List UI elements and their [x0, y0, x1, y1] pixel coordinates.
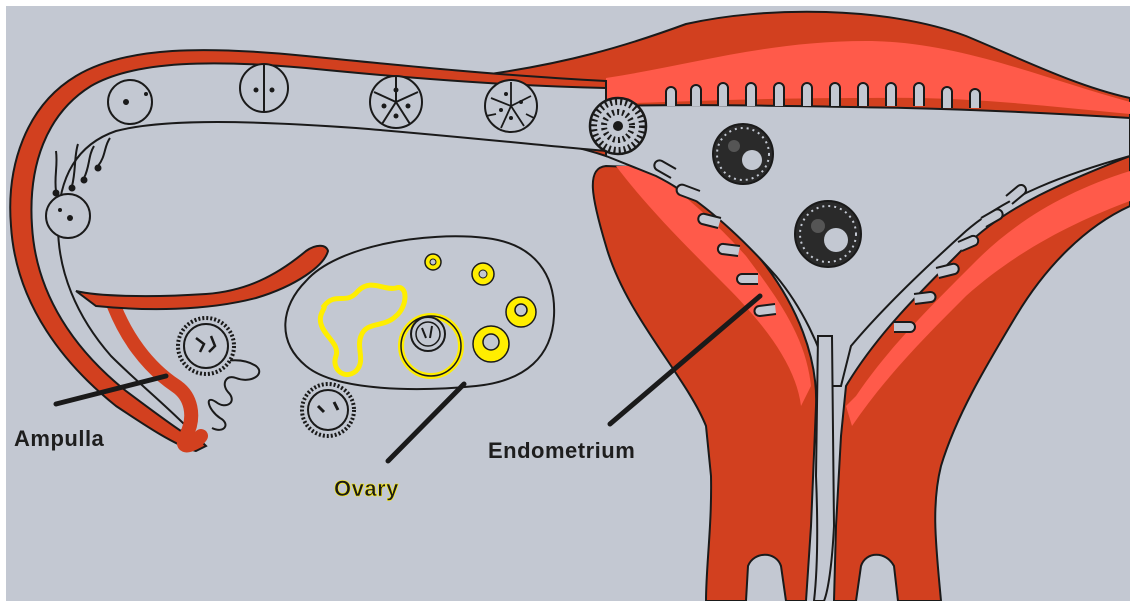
- fertilization-diagram: Ampulla Ovary Endometrium: [6, 6, 1130, 601]
- blastocyst-late: [795, 201, 861, 267]
- ovary-leader: [388, 384, 464, 461]
- growing-follicle-2: [506, 297, 536, 327]
- primary-follicle-1: [472, 263, 494, 285]
- diagram-canvas: Ampulla Ovary Endometrium: [6, 6, 1130, 601]
- zygote: [108, 80, 152, 124]
- ovary-label: Ovary: [334, 476, 399, 501]
- ovary: [285, 236, 554, 389]
- growing-follicle-1: [473, 326, 509, 362]
- two-cell-stage: [240, 64, 288, 112]
- primary-follicle-2: [425, 254, 441, 270]
- ampulla-label: Ampulla: [14, 426, 105, 451]
- four-cell-stage: [370, 76, 422, 128]
- morula-early: [485, 80, 537, 132]
- blastocyst-early: [713, 124, 773, 184]
- released-oocyte: [178, 318, 234, 374]
- cervical-canal: [814, 336, 834, 601]
- morula: [590, 98, 646, 154]
- ovulated-egg: [302, 384, 354, 436]
- fertilized-egg: [46, 194, 90, 238]
- endometrium-label: Endometrium: [488, 438, 635, 463]
- tube-to-ovary-ligament: [76, 246, 328, 309]
